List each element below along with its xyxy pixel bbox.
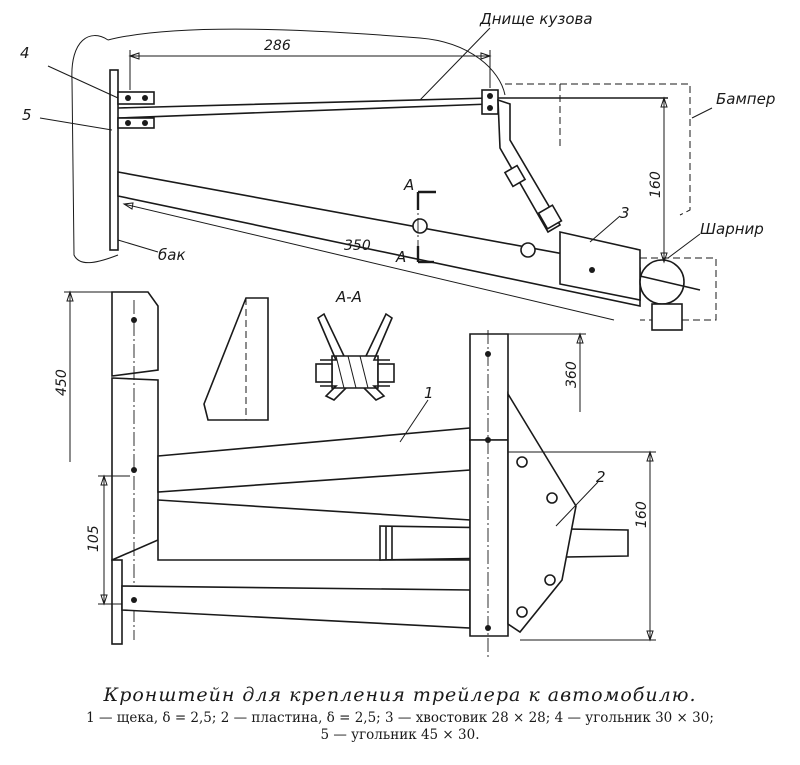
cheek-plate-view: [64, 290, 159, 645]
dim-160-bottom: 160: [634, 501, 650, 528]
dim-105: 105: [86, 525, 102, 552]
caption-title: Кронштейн для крепления трейлера к автом…: [103, 684, 697, 706]
bracket-drawing: Днище кузова Бампер бак Шарнир А-А А А 4…: [20, 10, 775, 660]
legend-line-2: 5 — угольник 45 × 30.: [320, 727, 480, 743]
part-number-5: 5: [22, 106, 32, 124]
section-mark-bottom: А: [395, 248, 406, 266]
dim-286: 286: [264, 38, 291, 54]
part-number-4: 4: [20, 44, 30, 62]
part-number-2: 2: [596, 468, 606, 486]
part-number-3: 3: [620, 204, 630, 222]
label-bumper: Бампер: [716, 90, 775, 108]
section-aa-view: [315, 312, 395, 401]
plan-assembly-view: [121, 330, 656, 660]
gusset-view: [203, 297, 269, 421]
legend-line-1: 1 — щека, δ = 2,5; 2 — пластина, δ = 2,5…: [86, 710, 714, 726]
section-mark-top: А: [403, 176, 414, 194]
dim-350: 350: [344, 238, 371, 254]
top-assembly-view: [39, 27, 717, 331]
dim-160-top: 160: [648, 171, 664, 198]
label-body-floor: Днище кузова: [479, 10, 593, 28]
dim-450: 450: [54, 369, 70, 396]
label-hinge: Шарнир: [700, 220, 764, 238]
label-section-aa: А-А: [335, 288, 362, 306]
dim-360: 360: [564, 361, 580, 388]
part-number-1: 1: [424, 384, 434, 402]
label-tank: бак: [158, 246, 186, 264]
figure-caption: Кронштейн для крепления трейлера к автом…: [0, 684, 800, 744]
